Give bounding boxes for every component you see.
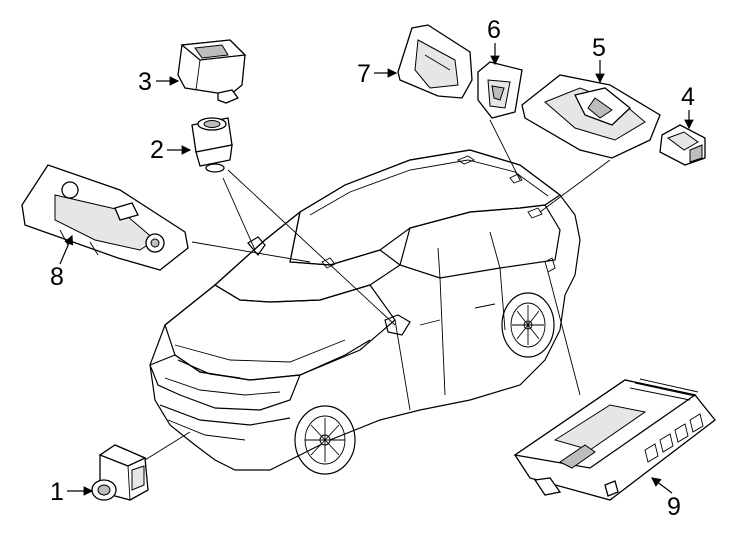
callout-7-label: 7	[357, 60, 371, 88]
callout-8-label: 8	[50, 263, 64, 291]
part-6-camera	[477, 61, 523, 119]
callout-2-label: 2	[150, 136, 164, 164]
callout-1: 1	[50, 478, 94, 506]
part-8-bracket	[21, 164, 189, 271]
callout-6: 6	[487, 16, 501, 66]
callout-9-label: 9	[667, 493, 681, 521]
part-4-connector	[659, 124, 706, 166]
vehicle-outline	[149, 149, 581, 475]
part-2-sensor	[191, 117, 233, 173]
callout-5-label: 5	[592, 34, 606, 62]
part-5-module	[521, 74, 661, 159]
callout-4-label: 4	[681, 83, 695, 111]
callout-9: 9	[651, 477, 681, 521]
callout-7: 7	[357, 60, 398, 88]
part-9-module	[513, 378, 716, 501]
callout-2: 2	[150, 136, 192, 164]
callout-8: 8	[50, 234, 74, 291]
part-3-module	[177, 39, 247, 104]
callout-3-label: 3	[138, 68, 152, 96]
callout-9-arrow	[651, 477, 673, 494]
part-7-bracket	[397, 24, 473, 99]
callout-5: 5	[592, 34, 606, 84]
callout-6-label: 6	[487, 16, 501, 44]
callout-4: 4	[681, 83, 695, 130]
leader-lines	[144, 119, 611, 461]
callout-1-label: 1	[50, 478, 64, 506]
callout-3: 3	[138, 68, 180, 96]
part-1-camera	[91, 444, 149, 501]
callout-8-arrow	[59, 234, 74, 265]
